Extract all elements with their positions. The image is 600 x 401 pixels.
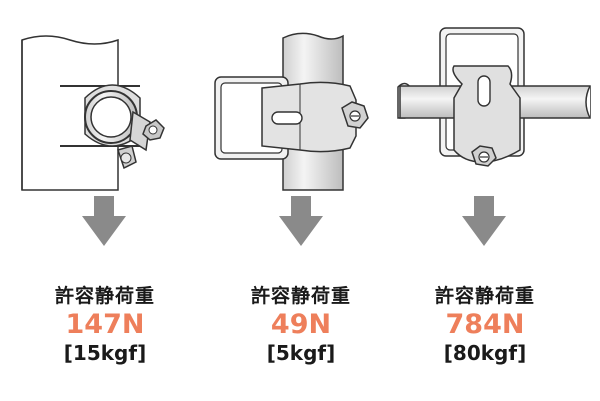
load-value: 49N xyxy=(270,309,332,340)
load-panel-3: 許容静荷重 784N [80kgf] xyxy=(385,0,585,401)
pipe-clamp-icon xyxy=(21,35,165,191)
load-panel-1: 許容静荷重 147N [15kgf] xyxy=(5,0,205,401)
load-title: 許容静荷重 xyxy=(250,285,351,307)
load-panel-2: 許容静荷重 49N [5kgf] xyxy=(201,0,401,401)
load-unit: [80kgf] xyxy=(443,341,527,365)
arrow-down-icon xyxy=(279,196,323,246)
flat-bracket-clamp-icon xyxy=(214,32,369,191)
load-title: 許容静荷重 xyxy=(434,285,535,307)
cross-bar-clamp-icon xyxy=(397,27,591,167)
load-unit: [15kgf] xyxy=(63,341,147,365)
arrow-down-icon xyxy=(462,196,506,246)
load-title: 許容静荷重 xyxy=(54,285,155,307)
load-value: 784N xyxy=(445,309,525,340)
load-unit: [5kgf] xyxy=(266,341,336,365)
arrow-down-icon xyxy=(82,196,126,246)
load-value: 147N xyxy=(65,309,145,340)
